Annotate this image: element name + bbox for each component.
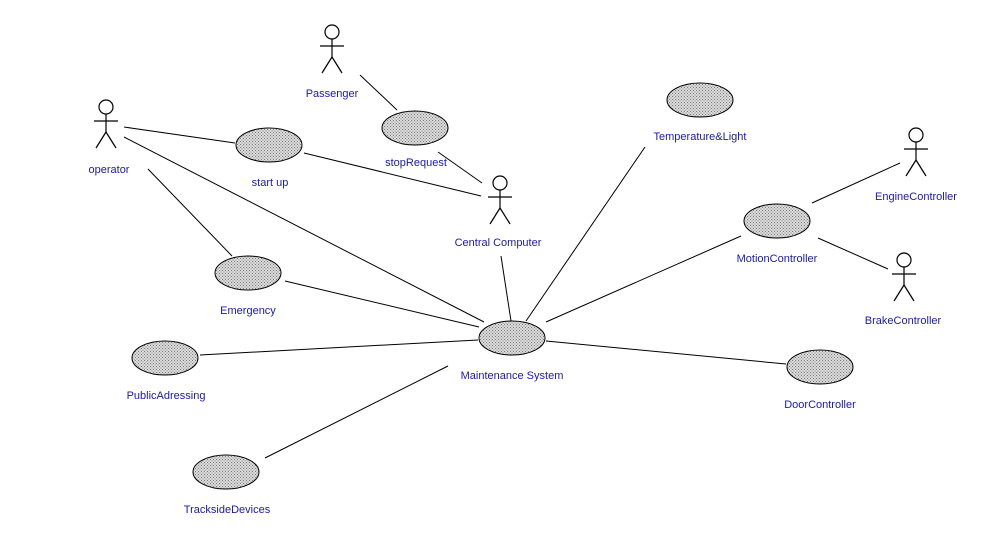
- assoc-emergency-maintenance: [284, 280, 480, 328]
- assoc-startup-centralcomputer: [303, 152, 482, 197]
- actor-label-operator: operator: [89, 164, 130, 176]
- assoc-motion-brake: [817, 237, 889, 270]
- use-case-motion-controller[interactable]: [743, 203, 811, 239]
- actor-head: [492, 175, 508, 191]
- use-case-trackside-devices[interactable]: [192, 454, 260, 490]
- use-case-label-motion-controller: MotionController: [737, 253, 818, 265]
- use-case-label-public-adressing: PublicAdressing: [127, 390, 206, 402]
- actor-label-brake-controller: BrakeController: [865, 315, 942, 327]
- assoc-motion-maintenance: [545, 235, 742, 323]
- use-case-stop-request[interactable]: [381, 110, 449, 146]
- assoc-operator-startup: [123, 126, 236, 144]
- use-case-label-trackside-devices: TracksideDevices: [184, 504, 271, 516]
- actor-head: [324, 24, 340, 40]
- actor-label-central-computer: Central Computer: [455, 237, 542, 249]
- assoc-stoprequest-centralcomputer: [437, 151, 483, 184]
- use-case-emergency[interactable]: [214, 255, 282, 291]
- assoc-centralcomputer-maintenance: [500, 255, 512, 322]
- use-case-start-up[interactable]: [235, 127, 303, 163]
- use-case-label-stop-request: stopRequest: [385, 157, 447, 169]
- assoc-publicadressing-maintenance: [199, 339, 479, 356]
- actor-central-computer[interactable]: [488, 175, 512, 225]
- actor-head: [98, 99, 114, 115]
- use-case-temperature-light[interactable]: [666, 82, 734, 118]
- assoc-maintenance-door: [545, 340, 787, 365]
- use-case-label-emergency: Emergency: [220, 305, 276, 317]
- assoc-passenger-stoprequest: [359, 74, 398, 111]
- actor-passenger[interactable]: [320, 24, 344, 74]
- assoc-trackside-maintenance: [264, 365, 449, 459]
- actor-operator[interactable]: [94, 99, 118, 149]
- actor-head: [896, 252, 912, 268]
- use-case-label-door-controller: DoorController: [784, 399, 856, 411]
- assoc-temperature-maintenance: [525, 146, 646, 322]
- actor-label-passenger: Passenger: [306, 88, 359, 100]
- actor-engine-controller[interactable]: [904, 127, 928, 177]
- actor-head: [908, 127, 924, 143]
- assoc-operator-emergency: [147, 168, 233, 257]
- actor-brake-controller[interactable]: [892, 252, 916, 302]
- actor-label-engine-controller: EngineController: [875, 191, 957, 203]
- use-case-label-temperature-light: Temperature&Light: [654, 131, 747, 143]
- use-case-label-start-up: start up: [252, 177, 289, 189]
- assoc-operator-maintenance: [123, 136, 485, 323]
- associations: [123, 74, 901, 459]
- use-case-maintenance-system[interactable]: [478, 320, 546, 356]
- use-case-label-maintenance-system: Maintenance System: [461, 370, 564, 382]
- assoc-motion-engine: [811, 162, 901, 204]
- use-case-public-adressing[interactable]: [131, 340, 199, 376]
- use-case-door-controller[interactable]: [786, 349, 854, 385]
